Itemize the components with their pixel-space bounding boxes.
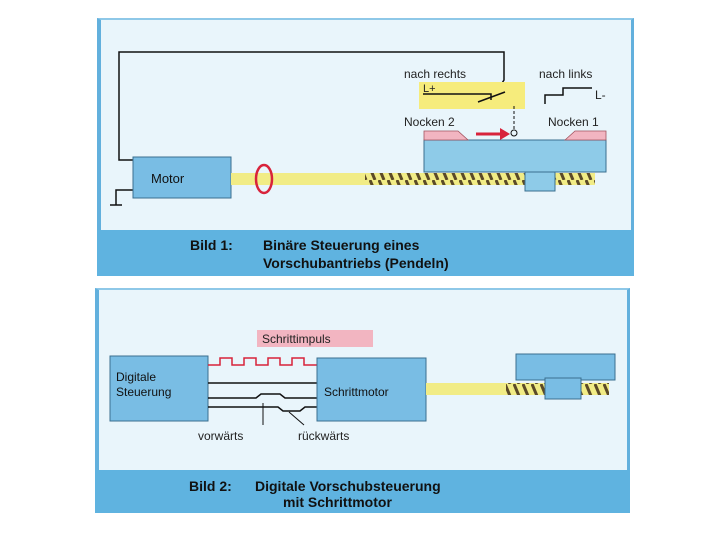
- l-plus-label: L+: [423, 83, 436, 95]
- backward-pointer: [288, 411, 305, 426]
- figure-2-caption-line1: Digitale Vorschubsteuerung: [255, 478, 441, 494]
- pulse-label: Schrittimpuls: [262, 332, 331, 346]
- forward-label: vorwärts: [198, 429, 243, 443]
- cam-2-label: Nocken 2: [404, 115, 455, 129]
- motor-shaft: [231, 173, 365, 185]
- l-minus-label: L-: [595, 88, 606, 102]
- pulse-label-background: [257, 330, 373, 347]
- step-pulse-signal: [208, 357, 317, 366]
- right-label: nach rechts: [404, 67, 466, 81]
- l-plus-wire: [423, 93, 492, 100]
- figure-1-caption: Bild 1: Binäre Steuerung eines Vorschuba…: [97, 230, 634, 276]
- backward-label: rückwärts: [298, 429, 349, 443]
- figure-1-caption-line1: Binäre Steuerung eines: [263, 237, 420, 253]
- machine-table: [423, 139, 607, 173]
- motor-label: Motor: [151, 171, 185, 186]
- digital-controller-box: [109, 355, 209, 422]
- stepper-nut: [544, 377, 582, 400]
- figure-1-caption-line2: Vorschubantriebs (Pendeln): [263, 255, 449, 271]
- figure-2-caption-number: Bild 2:: [189, 478, 232, 494]
- figure-2-caption: Bild 2: Digitale Vorschubsteuerung mit S…: [95, 470, 630, 513]
- motor-box: [132, 156, 232, 199]
- controller-label-line2: Steuerung: [116, 385, 171, 399]
- stepper-label: Schrittmotor: [324, 385, 389, 399]
- rotation-arrow-icon: [254, 163, 274, 195]
- ground-wire: [115, 189, 133, 205]
- cam-1: [563, 130, 607, 141]
- forward-signal: [208, 393, 317, 399]
- stepper-motor-box: [316, 357, 427, 422]
- figure-1-caption-number: Bild 1:: [190, 237, 233, 253]
- cam-2: [423, 130, 470, 141]
- switch-contact: [477, 91, 506, 103]
- cam-1-label: Nocken 1: [548, 115, 599, 129]
- stepper-shaft: [426, 383, 506, 395]
- backward-signal: [208, 406, 317, 412]
- left-label: nach links: [539, 67, 592, 81]
- stepper-table: [515, 353, 616, 381]
- motion-arrow-icon: [500, 128, 510, 140]
- controller-label-line1: Digitale: [116, 370, 156, 384]
- left-switch-symbol: [544, 87, 592, 104]
- switch-roller: [510, 129, 518, 137]
- figure-2-caption-line2: mit Schrittmotor: [283, 494, 392, 510]
- right-switch-highlight: [419, 82, 525, 109]
- lead-screw: [365, 173, 595, 185]
